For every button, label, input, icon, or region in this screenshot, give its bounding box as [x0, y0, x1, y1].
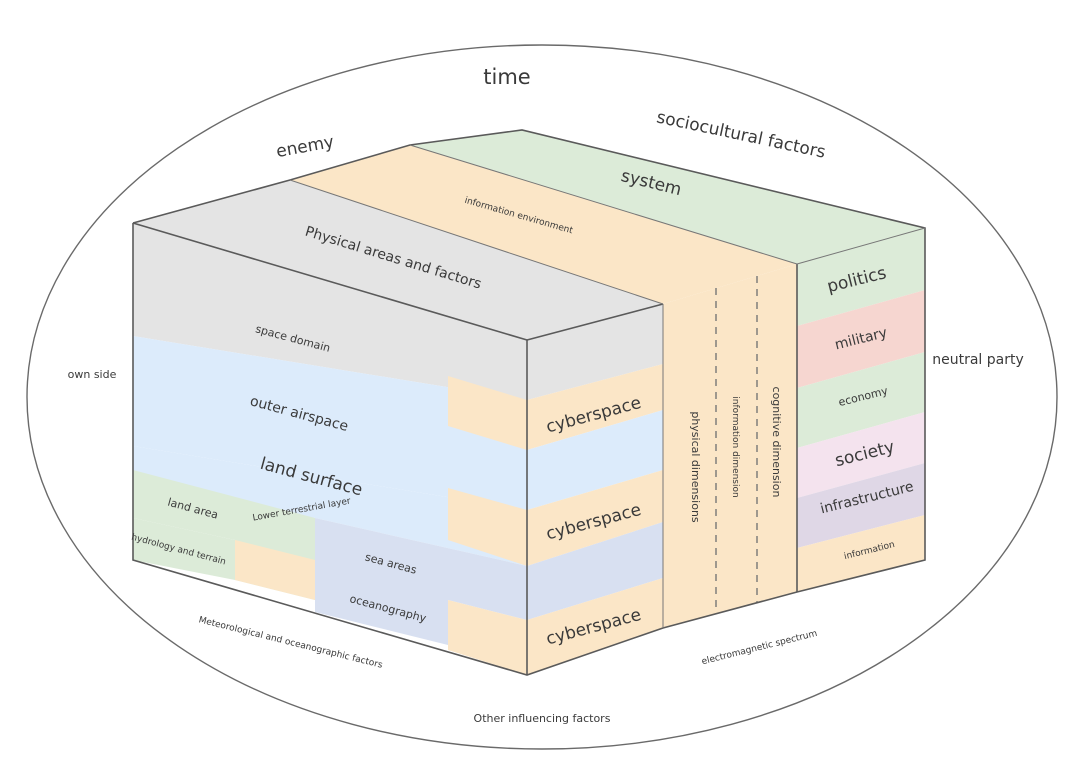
top-stripe-physical-areas: [133, 180, 663, 340]
edge-stripe-2: [409, 144, 798, 265]
edge-top-right: [526, 303, 664, 341]
right-layer-sea: [527, 522, 663, 620]
label-physical-dimensions: physical dimensions: [689, 411, 702, 523]
layer-outer-airspace: [133, 336, 527, 510]
edge-stripe-1: [289, 179, 664, 305]
information-column: [663, 264, 797, 628]
layer-land-surface: [133, 446, 527, 566]
edge-top-mid: [796, 227, 926, 265]
front-notch-cyberspace-3: [448, 600, 527, 675]
label-meteorological-factors: Meteorological and oceanographic factors: [198, 615, 384, 671]
layer-lower-terrestrial: [235, 540, 315, 600]
layer-space-domain: [133, 223, 527, 400]
cube-outline: [132, 129, 926, 676]
side-band-information: [797, 515, 925, 592]
side-band-society: [797, 412, 925, 498]
label-electromagnetic-spectrum: electromagnetic spectrum: [701, 629, 819, 667]
label-sociocultural-factors: sociocultural factors: [655, 107, 828, 162]
label-enemy: enemy: [275, 132, 336, 162]
front-notch-cyberspace-2: [448, 488, 527, 566]
right-layer-cyberspace-1: [527, 364, 663, 450]
right-layer-cyberspace-2: [527, 470, 663, 566]
front-notch-cyberspace-1: [448, 376, 527, 450]
side-band-economy: [797, 352, 925, 448]
label-cognitive-dimension: cognitive dimension: [770, 387, 783, 498]
environment-ellipse: [26, 44, 1058, 750]
edge-front-top: [132, 222, 528, 341]
side-band-infrastructure: [797, 463, 925, 548]
label-information-dimension: information dimension: [730, 396, 740, 497]
label-other-influencing-factors: Other influencing factors: [474, 712, 611, 725]
side-band-military: [797, 290, 925, 388]
label-time: time: [483, 65, 530, 89]
top-stripe-system: [410, 130, 925, 264]
label-own-side: own side: [68, 368, 117, 381]
right-layer-airspace: [527, 410, 663, 510]
top-stripe-information-environment: [290, 145, 797, 304]
right-layer-cyberspace-3: [527, 578, 663, 675]
layer-sea-areas: [315, 518, 527, 645]
layer-hydrology-terrain: [133, 518, 235, 580]
side-band-politics: [797, 228, 925, 326]
right-layer-space: [527, 304, 663, 400]
label-neutral-party: neutral party: [932, 352, 1024, 368]
